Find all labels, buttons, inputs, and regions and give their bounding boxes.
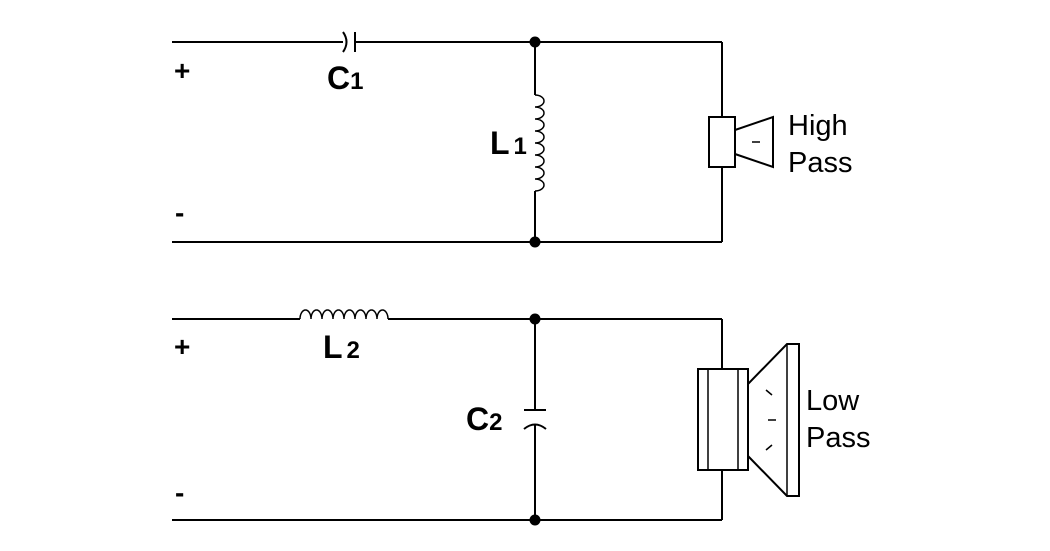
lp-plus-label: + xyxy=(174,331,190,362)
hp-speaker-label-line1: High xyxy=(788,110,848,142)
lp-minus-label: - xyxy=(175,477,184,508)
lp-l2-coil xyxy=(299,309,389,320)
lp-c2-label: C2 xyxy=(466,401,502,437)
woofer-icon xyxy=(697,343,800,497)
hp-l1-coil xyxy=(534,94,545,192)
hp-speaker-label-line2: Pass xyxy=(788,147,852,179)
lp-speaker-label-line2: Pass xyxy=(806,422,870,454)
hp-plus-label: + xyxy=(174,55,190,86)
tweeter-icon xyxy=(708,115,774,169)
hp-minus-label: - xyxy=(175,197,184,228)
hp-c1-curved-plate xyxy=(342,31,348,53)
lp-speaker-label-line1: Low xyxy=(806,385,860,417)
hp-c1-label: C1 xyxy=(327,60,363,96)
